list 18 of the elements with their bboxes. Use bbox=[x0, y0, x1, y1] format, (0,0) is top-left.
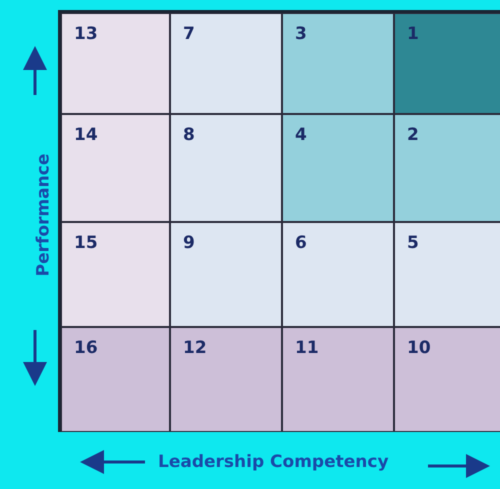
grid-cell: 14 bbox=[61, 114, 170, 222]
grid-cell: 16 bbox=[61, 327, 170, 432]
grid-cell: 9 bbox=[170, 222, 282, 327]
grid-cell: 15 bbox=[61, 222, 170, 327]
grid-cell: 1 bbox=[394, 13, 500, 114]
grid-cell: 12 bbox=[170, 327, 282, 432]
grid-cell: 3 bbox=[282, 13, 394, 114]
grid-cell: 11 bbox=[282, 327, 394, 432]
axis-label: Performance bbox=[33, 154, 54, 276]
grid-cell: 10 bbox=[394, 327, 500, 432]
grid-cell: 4 bbox=[282, 114, 394, 222]
grid-cell: 13 bbox=[61, 13, 170, 114]
grid-cell: 7 bbox=[170, 13, 282, 114]
grid-cell: 5 bbox=[394, 222, 500, 327]
grid-cell: 8 bbox=[170, 114, 282, 222]
grid-cell: 6 bbox=[282, 222, 394, 327]
grid-cell: 2 bbox=[394, 114, 500, 222]
axis-label: Leadership Competency bbox=[158, 452, 389, 472]
